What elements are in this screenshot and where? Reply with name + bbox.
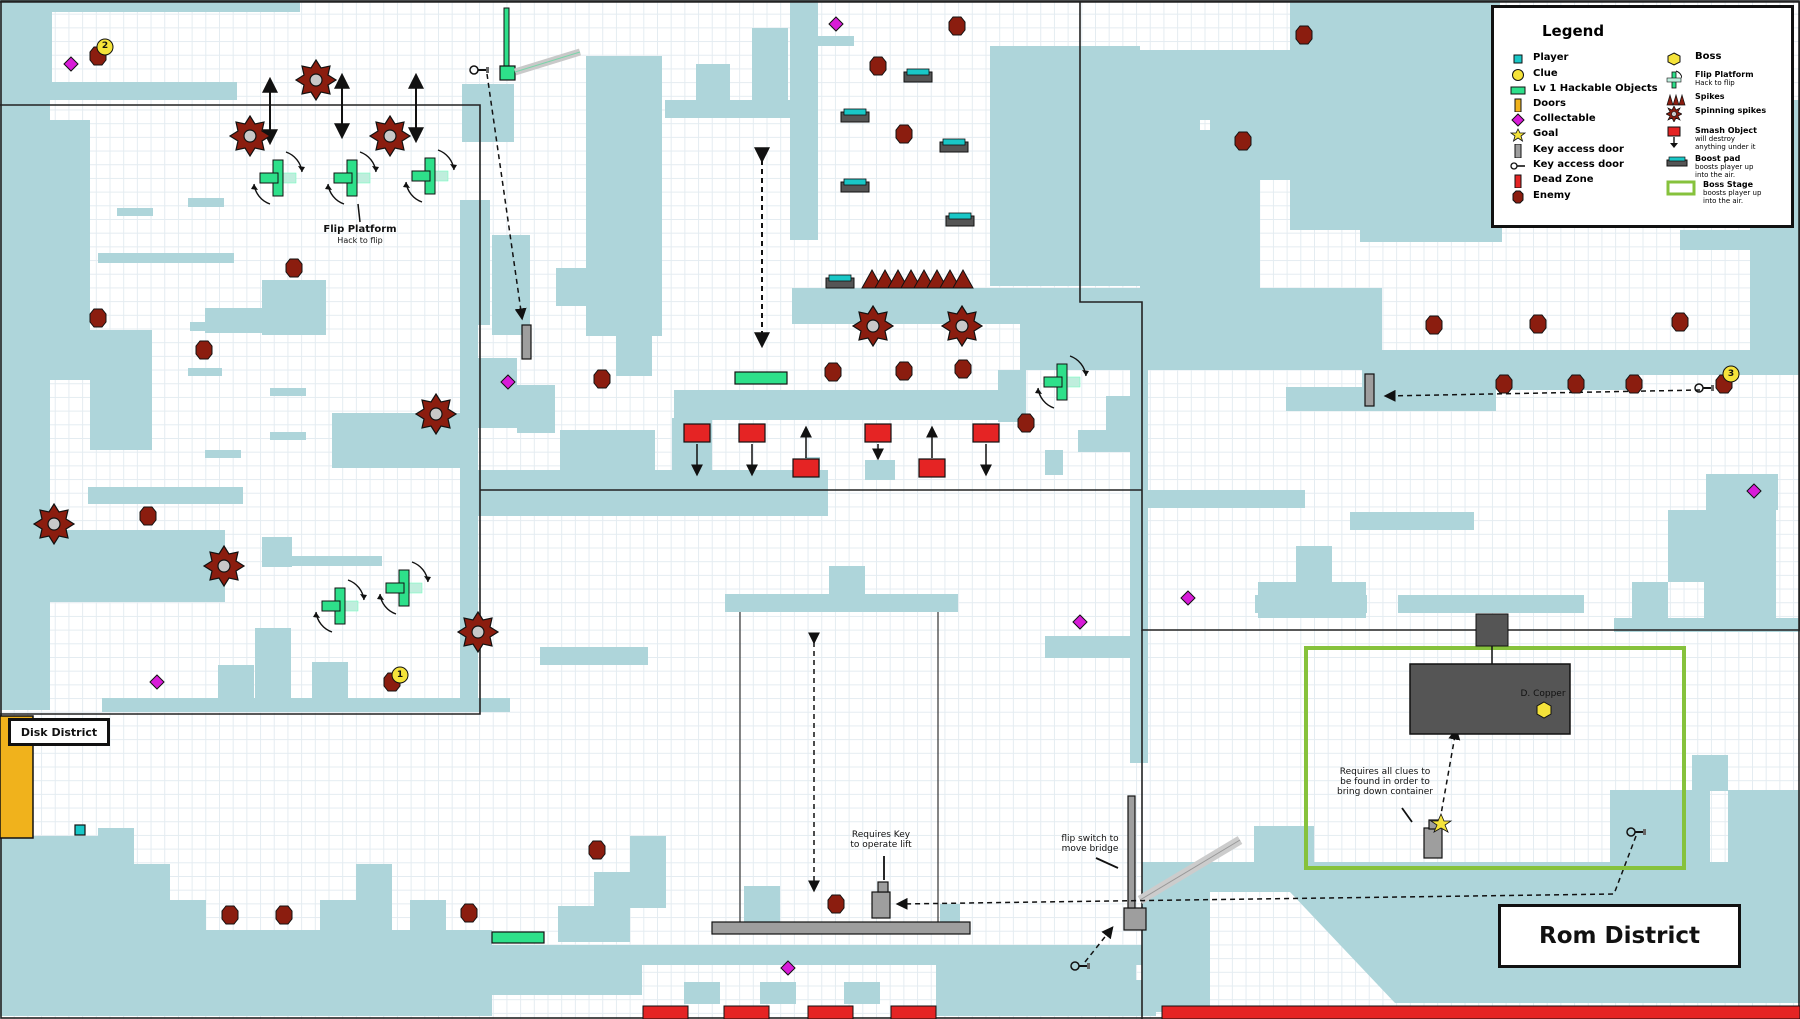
legend-item-label: Collectable [1533, 113, 1596, 124]
legend-item-enemy: Enemy [1510, 190, 1571, 204]
smash-objects [683, 423, 1000, 478]
boss-name: D. Copper [1520, 689, 1566, 699]
legend-item-label: Dead Zone [1533, 174, 1594, 185]
requires-clues-note: Requires all clues to be found in order … [1337, 767, 1433, 797]
legend-item-goal: Goal [1509, 128, 1559, 142]
spinning-spikes-icon [1665, 105, 1688, 123]
legend-item-subtitle: Hack to flip [1695, 79, 1735, 87]
legend-item-subtitle: boosts player up into the air. [1703, 189, 1762, 205]
lift [711, 612, 971, 935]
flip-platform-title: Flip Platform [323, 224, 397, 235]
legend-item-title: Spikes [1695, 92, 1725, 101]
clue-3-number: 3 [1727, 369, 1735, 379]
player [74, 824, 86, 836]
rom-district-label: Rom District [1498, 904, 1741, 968]
legend-item-title: Boss [1695, 51, 1722, 62]
clues [96, 38, 1740, 684]
legend-item-hackable-object: Lv 1 Hackable Objects [1510, 83, 1658, 97]
container-hook [1475, 613, 1509, 647]
legend-item-label: Doors [1533, 98, 1566, 109]
disk-district-label: Disk District [8, 718, 110, 746]
door-icon [1510, 98, 1526, 113]
motion-arrows [262, 72, 992, 477]
legend-item-label: Lv 1 Hackable Objects [1533, 83, 1658, 94]
flip-platform-icon [1666, 70, 1688, 89]
collectable-icon [1510, 113, 1526, 127]
legend-title: Legend [1542, 22, 1605, 40]
smash-object-icon [1666, 126, 1688, 148]
legend-item-dead-zone: Dead Zone [1510, 174, 1594, 189]
boost-pad-icon [1666, 154, 1688, 168]
flip-switch-note: flip switch to move bridge [1061, 834, 1119, 854]
legend-item-title: Boss Stage [1703, 180, 1754, 189]
spikes [861, 268, 974, 289]
legend-item-title: Boost pad [1695, 154, 1741, 163]
legend-item-spinning-spikes: Spinning spikes [1665, 105, 1766, 123]
legend-item-key-access-door: Key access door [1510, 143, 1624, 159]
legend-item-collectable: Collectable [1510, 113, 1596, 127]
dead-zone-icon [1510, 174, 1526, 189]
legend-item-subtitle: boosts player up into the air. [1695, 163, 1754, 179]
legend-item-door: Doors [1510, 98, 1566, 113]
hackable-object-icon [1510, 83, 1526, 97]
legend-item-title: Smash Object [1695, 126, 1757, 135]
player-icon [1510, 52, 1526, 66]
legend-item-label: Spikes [1695, 92, 1725, 101]
key-access-doors [521, 324, 1443, 931]
key-access-door-icon [1510, 143, 1526, 159]
requires-key-note: Requires Key to operate lift [850, 830, 912, 850]
legend-item-key: Key access door [1510, 159, 1624, 173]
legend-item-label: Key access door [1533, 159, 1624, 170]
boss-container [1409, 663, 1571, 735]
legend-item-spikes: Spikes [1666, 92, 1725, 106]
legend-item-label: Clue [1533, 68, 1558, 79]
legend-item-label: Spinning spikes [1695, 106, 1766, 115]
goal-icon [1509, 128, 1527, 142]
boss-stage [1304, 646, 1686, 870]
legend-item-clue: Clue [1510, 68, 1558, 82]
legend-item-label: Player [1533, 52, 1569, 63]
boss [1536, 701, 1552, 719]
boost-pads [825, 68, 975, 289]
legend-item-label: Goal [1533, 128, 1559, 139]
clue-2-number: 2 [101, 41, 109, 51]
legend-item-player: Player [1510, 52, 1568, 66]
boss-icon [1666, 52, 1688, 66]
enemy-icon [1510, 190, 1526, 204]
legend-item-title: Spinning spikes [1695, 106, 1767, 115]
legend-item-label: Enemy [1533, 190, 1571, 201]
key-links [486, 73, 1701, 963]
legend-item-label: Boss [1695, 51, 1722, 62]
hackable-objects [491, 7, 788, 944]
legend-item-title: Flip Platform [1695, 70, 1754, 79]
clue-icon [1510, 68, 1526, 82]
key-icon [1510, 159, 1526, 173]
legend-item-boss: Boss [1666, 52, 1721, 66]
flip-platform-sub: Hack to flip [337, 236, 383, 245]
legend-item-subtitle: will destroy anything under it [1695, 135, 1756, 151]
goal [1429, 812, 1453, 833]
clue-1-number: 1 [396, 670, 404, 680]
spikes-icon [1666, 92, 1688, 106]
legend-item-label: Key access door [1533, 144, 1624, 155]
dead-zones [642, 1005, 1800, 1019]
boss-stage-icon [1666, 180, 1696, 196]
